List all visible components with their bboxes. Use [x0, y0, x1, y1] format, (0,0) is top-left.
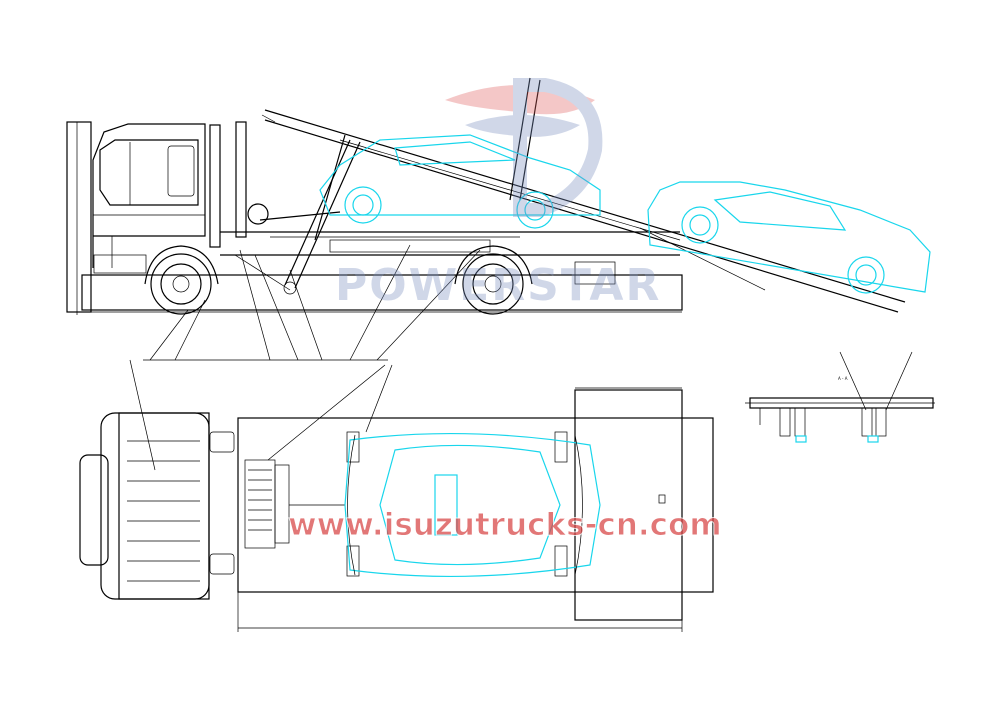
carrier-deck-top [237, 389, 714, 621]
front-wheel [144, 245, 219, 315]
section-a-a-view: A - A [745, 351, 935, 443]
plan-view [79, 359, 714, 632]
truck-cab-top [79, 412, 235, 600]
section-label: A - A [838, 376, 848, 381]
website-watermark: www.isuzutrucks-cn.com [288, 507, 722, 543]
hydraulic-linkage [234, 134, 361, 295]
cab-roof-ribs [127, 440, 200, 582]
car-top-outline [344, 432, 601, 578]
upper-car-side [319, 134, 601, 229]
part-callouts-side [70, 122, 682, 361]
powerstar-logo-icon [445, 78, 603, 217]
truck-cab-side [66, 121, 247, 313]
plan-dimensions [129, 359, 683, 632]
brand-watermark: POWERSTAR [335, 260, 661, 311]
rear-wheel [454, 245, 533, 315]
side-elevation-view [66, 77, 931, 361]
chassis-frame [81, 231, 683, 311]
lower-car-side [647, 181, 931, 294]
